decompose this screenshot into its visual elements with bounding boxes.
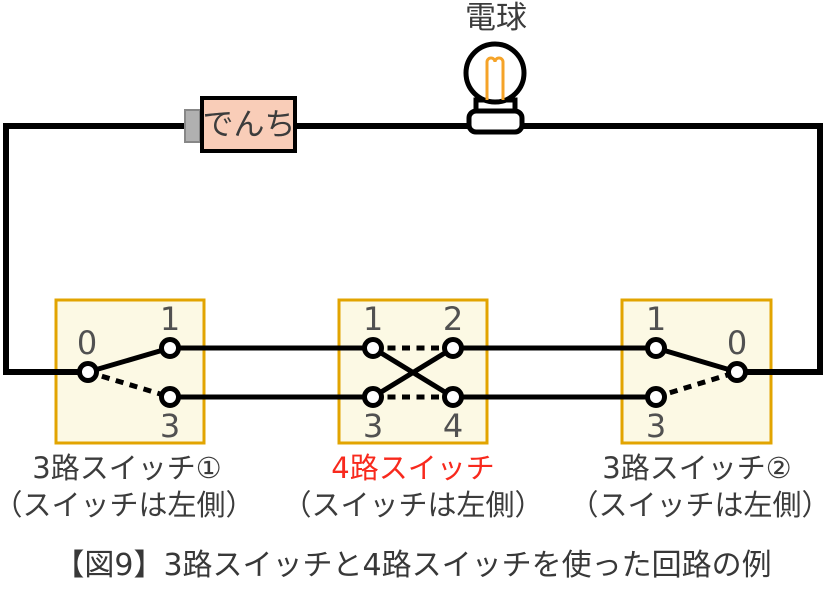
switch1-terminal-0-label: 0 [76,324,98,362]
bulb-base [466,108,525,135]
switch4-terminal-2 [442,337,464,359]
switch4-terminal-4-label: 4 [442,407,464,445]
light-bulb-icon [463,41,527,135]
switch4-note: （スイッチは左側） [282,488,544,522]
switch2-note: （スイッチは左側） [569,488,826,522]
switch1-terminal-1 [159,337,181,359]
switch1-name: 3路スイッチ① [32,451,222,485]
switch1-terminal-1-label: 1 [159,300,181,338]
switch2-terminal-3-label: 3 [645,407,667,445]
switch2-terminal-1-label: 1 [645,300,667,338]
switch4-terminal-1-label: 1 [362,300,384,338]
switch2-lever-closed [655,345,738,375]
switch1-terminal-3 [159,386,181,408]
switch4-terminal-1 [362,337,384,359]
battery-icon [184,96,297,153]
switch4-terminal-4 [442,386,464,408]
switch1-terminal-3-label: 3 [159,407,181,445]
switch4-terminal-3 [362,386,384,408]
bulb-label: 電球 [465,0,527,36]
switch2-terminal-1 [645,337,667,359]
switch4-terminal-2-label: 2 [442,300,464,338]
switch2-terminal-0-label: 0 [726,324,748,362]
switch2-name: 3路スイッチ② [602,451,792,485]
switch2-terminal-3 [645,386,667,408]
battery-terminal-cap [184,109,201,143]
bulb-filament [485,56,505,100]
switch4-terminal-3-label: 3 [362,407,384,445]
switch1-note: （スイッチは左側） [0,488,255,522]
battery-body [200,96,297,153]
outer-circuit-wire [3,123,823,375]
figure-caption: 【図9】3路スイッチと4路スイッチを使った回路の例 [54,548,772,583]
switch1-terminal-0 [77,361,99,383]
switch4-lever-closed-3-2 [371,345,455,400]
bulb-glass [463,41,527,105]
switch1-lever-closed [87,345,171,375]
switch4-name: 4路スイッチ [331,451,495,485]
switch2-terminal-0 [726,361,748,383]
battery-label: でんち [202,107,296,143]
